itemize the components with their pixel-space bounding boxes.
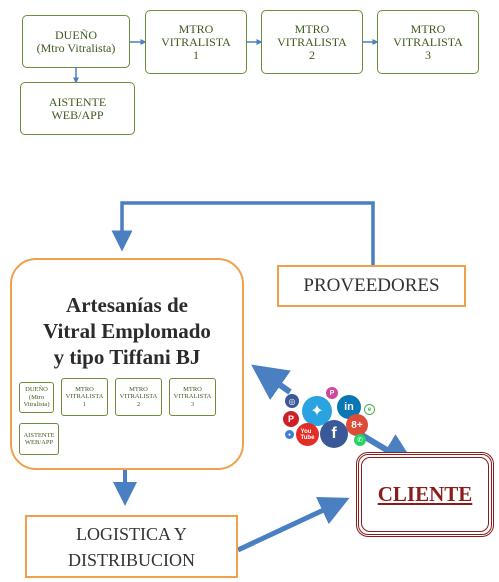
pinterest-icon: P	[283, 411, 299, 427]
skype-icon: e	[364, 404, 375, 415]
owner-subtitle: (Mtro Vitralista)	[36, 40, 116, 55]
cliente-label: CLIENTE	[377, 482, 473, 506]
owner-title: DUEÑO	[55, 27, 97, 42]
social-to-main-arrow	[251, 364, 292, 401]
business-title: Artesanías de Vitral Emplomado y tipo Ti…	[43, 293, 211, 369]
mini-owner-box: DUEÑO(Mtro Vitralista)	[19, 382, 54, 413]
instagram-icon: ◎	[285, 394, 299, 408]
proveedores-bracket	[111, 201, 375, 265]
proveedores-label: PROVEEDORES	[303, 275, 440, 296]
facebook-icon: f	[320, 420, 348, 448]
small-social-icon: ●	[285, 430, 294, 439]
cliente-box: CLIENTE	[356, 452, 494, 537]
whatsapp-icon: ✆	[354, 434, 366, 446]
google-plus-icon: 8+	[346, 414, 368, 436]
proveedores-box: PROVEEDORES	[277, 265, 466, 307]
picasa-icon: P	[326, 387, 338, 399]
logistica-to-cliente-arrow	[236, 496, 350, 553]
owner-box: DUEÑO (Mtro Vitralista)	[22, 15, 130, 68]
